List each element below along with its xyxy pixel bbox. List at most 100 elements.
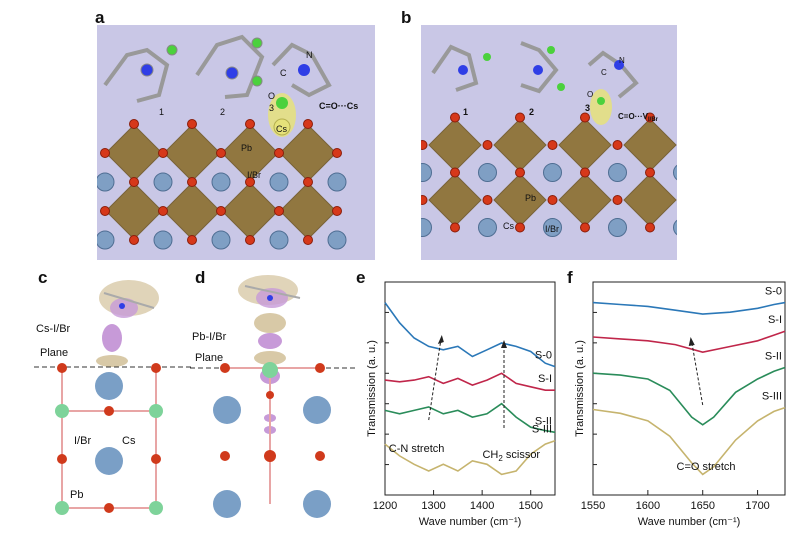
halide-label: I/Br <box>247 170 261 180</box>
panel-a-structure: 1 2 3 C N O Cs Pb I/Br C=O···Cs <box>97 25 375 260</box>
panel-label-a: a <box>95 8 105 27</box>
cesium-atom <box>213 490 241 518</box>
halide-atom <box>104 406 114 416</box>
lattice-d <box>225 367 320 504</box>
panel-label-c: c <box>38 268 48 287</box>
oxygen-label: O <box>587 90 593 99</box>
plot-frame <box>592 281 786 496</box>
halide-atom <box>645 112 655 123</box>
molecule-number-3: 3 <box>585 103 590 113</box>
x-axis-label: Wave number (cm⁻¹) <box>419 516 522 528</box>
halide-atom <box>450 112 460 123</box>
x-tick-label: 1550 <box>581 500 605 512</box>
cesium-atom <box>95 372 123 400</box>
halogen-atom <box>597 97 605 105</box>
panel-label-d: d <box>195 268 206 287</box>
x-tick-label: 1300 <box>421 500 445 512</box>
halogen-atom <box>166 44 178 56</box>
molecule-number-1: 1 <box>463 107 468 117</box>
halide-atom <box>57 363 67 373</box>
halide-atom <box>216 148 226 158</box>
cesium-label: Cs <box>503 221 514 231</box>
nitrogen-atom <box>458 65 468 75</box>
halide-atom <box>482 140 493 150</box>
cesium-atom <box>153 230 173 250</box>
lead-atom <box>149 404 163 418</box>
x-tick-label: 1500 <box>518 500 542 512</box>
halide-atom <box>129 177 139 187</box>
panel-c-structure: Cs-I/Br Plane I/Br Cs Pb <box>34 280 194 515</box>
molecule-2-a <box>195 34 265 99</box>
halide-atom <box>187 177 197 187</box>
molecule-1-b <box>431 44 491 92</box>
panel-label-b: b <box>401 8 412 27</box>
cesium-atom <box>211 230 231 250</box>
nitrogen-label: N <box>306 50 313 60</box>
halogen-atom <box>276 97 288 109</box>
molecule-3-b <box>587 50 639 125</box>
halide-atom <box>421 195 428 205</box>
halide-atom <box>580 222 590 233</box>
series-line-s-iii <box>592 406 786 476</box>
bond-annotation: C=O···Cs <box>319 101 358 111</box>
co-arrow-head <box>688 337 695 346</box>
cesium-atom <box>97 230 115 250</box>
series-label-s-0: S-0 <box>765 286 782 298</box>
halide-atom <box>450 222 460 233</box>
co-stretch-label: C=O stretch <box>677 461 736 473</box>
surface-label: Pb-I/Br <box>192 331 227 343</box>
x-tick-label: 1700 <box>745 500 769 512</box>
co-arrow <box>691 341 704 406</box>
nitrogen-atom <box>533 65 543 75</box>
nitrogen-atom <box>140 63 154 77</box>
halide-atom <box>245 119 255 129</box>
charge-density-d <box>254 313 286 434</box>
x-tick-label: 1650 <box>690 500 714 512</box>
surface-label: Cs-I/Br <box>36 323 71 335</box>
cesium-atom <box>608 218 627 237</box>
series-label-s-iii: S-III <box>532 424 552 436</box>
cesium-atom <box>478 163 497 182</box>
molecule-number-1: 1 <box>159 107 164 117</box>
cesium-atom <box>303 490 331 518</box>
halide-atom <box>129 119 139 129</box>
halide-atom <box>187 119 197 129</box>
halide-label: I/Br <box>74 435 91 447</box>
x-axis-label: Wave number (cm⁻¹) <box>638 516 741 528</box>
series-label-s-iii: S-III <box>762 391 782 403</box>
halide-atom <box>332 148 342 158</box>
halide-atom <box>220 451 230 461</box>
halide-atom <box>645 222 655 233</box>
cesium-atom <box>608 163 627 182</box>
cesium-atom <box>303 396 331 424</box>
cesium-atom <box>269 172 289 192</box>
series-label-s-ii: S-II <box>765 351 782 363</box>
panel-label-f: f <box>567 268 573 287</box>
cesium-atom <box>543 163 562 182</box>
ch2-arrow-head <box>501 340 507 348</box>
cesium-atom <box>95 447 123 475</box>
lead-label: Pb <box>525 193 536 203</box>
molecule-cluster-d <box>238 275 301 308</box>
cesium-atom <box>97 172 115 192</box>
cesium-atom <box>211 172 231 192</box>
halide-atom <box>187 235 197 245</box>
halide-atom <box>100 206 110 216</box>
lead-label: Pb <box>241 143 252 153</box>
cn-arrow <box>428 339 442 421</box>
charge-density-c <box>96 324 128 367</box>
halide-atom <box>580 112 590 123</box>
x-tick-label: 1600 <box>636 500 660 512</box>
molecule-1-a <box>103 44 178 103</box>
halide-atom <box>645 167 655 178</box>
halide-atom <box>158 206 168 216</box>
halide-atom <box>612 140 623 150</box>
cesium-atom <box>213 396 241 424</box>
nitrogen-label: N <box>619 56 625 65</box>
octahedra-b <box>428 118 677 227</box>
cn-arrow-head <box>437 335 444 344</box>
ch2-scissor-label: CH2 scissor <box>482 449 540 463</box>
halide-atom <box>303 119 313 129</box>
x-tick-label: 1400 <box>470 500 494 512</box>
